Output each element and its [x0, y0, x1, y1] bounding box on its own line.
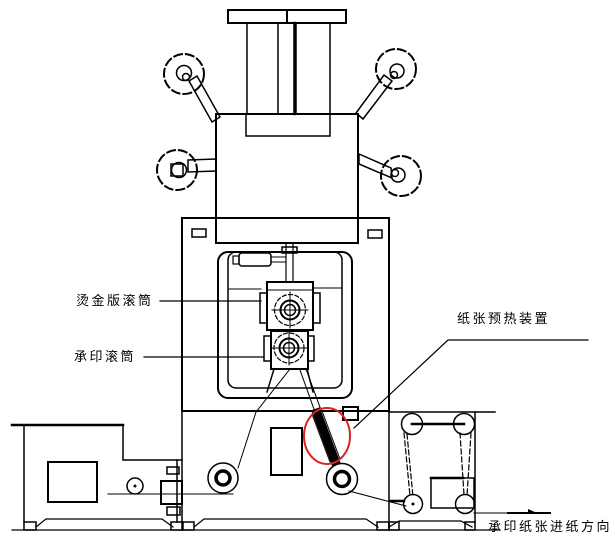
- foil-reel-top-left: [163, 53, 222, 124]
- web-path-left: [107, 368, 291, 495]
- stamping-plate-cylinder: [271, 291, 309, 329]
- label-impression-cylinder: 承印滚筒: [74, 349, 137, 364]
- preheater-highlight-ellipse: [303, 407, 351, 465]
- pressure-actuator: [232, 252, 287, 267]
- piston-shaft: [281, 242, 298, 283]
- label-paper-feed-direction: 承印纸张进纸方向: [488, 519, 613, 534]
- impression-cylinder: [270, 330, 308, 366]
- body-side-bracket: [160, 466, 183, 516]
- inner-press-frame: [217, 251, 353, 399]
- press-columns: [246, 21, 331, 116]
- foil-reel-top-right: [354, 48, 417, 121]
- callout-leaders: [143, 300, 589, 429]
- delivery-table: [10, 423, 184, 531]
- feed-web-dashed: [403, 432, 472, 498]
- top-press-plate: [227, 9, 347, 24]
- foil-reel-mid-left: [156, 149, 217, 191]
- web-path-right: [299, 368, 407, 507]
- label-stamping-plate-cylinder: 烫金版滚筒: [76, 293, 154, 308]
- feed-direction-arrow: [473, 509, 551, 514]
- label-paper-preheater: 纸张预热装置: [457, 311, 551, 326]
- foil-reel-mid-right: [358, 152, 422, 197]
- body-base-feet: [181, 518, 390, 531]
- housing-legs: [266, 368, 359, 476]
- feed-stand: [388, 411, 496, 531]
- head-box: [215, 113, 359, 244]
- paper-preheater-bar: [311, 407, 341, 467]
- delivery-roller: [207, 462, 239, 494]
- guide-roller-small: [126, 477, 144, 495]
- preheater-roller: [325, 462, 359, 496]
